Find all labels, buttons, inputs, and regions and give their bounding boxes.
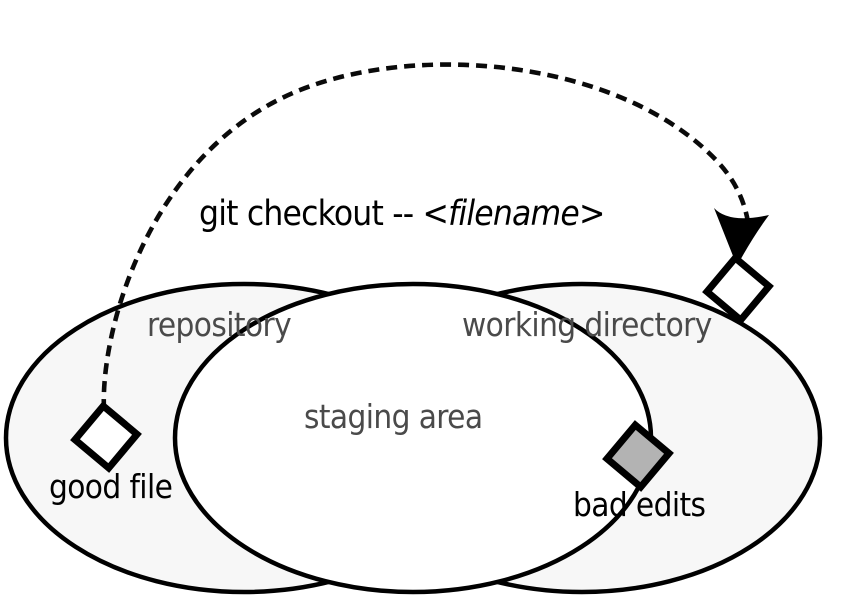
staging-area-label: staging area — [304, 397, 483, 436]
good-file-label: good file — [49, 467, 173, 506]
command-caption: git checkout -- <filename> — [199, 197, 605, 232]
good-file-marker — [70, 401, 142, 473]
bad-edits-marker — [602, 420, 674, 492]
restored-file-marker — [702, 253, 774, 325]
bad-edits-label: bad edits — [573, 485, 706, 524]
checkout-arrow-head — [714, 208, 769, 266]
staging-area-lens — [175, 284, 651, 592]
staging-area-left-arc — [172, 281, 414, 595]
repository-label: repository — [147, 305, 292, 344]
working-directory-label: working directory — [462, 305, 712, 344]
command-prefix: git checkout -- — [199, 194, 423, 234]
checkout-arrow-path — [101, 62, 751, 411]
command-argument: <filename> — [422, 194, 606, 234]
